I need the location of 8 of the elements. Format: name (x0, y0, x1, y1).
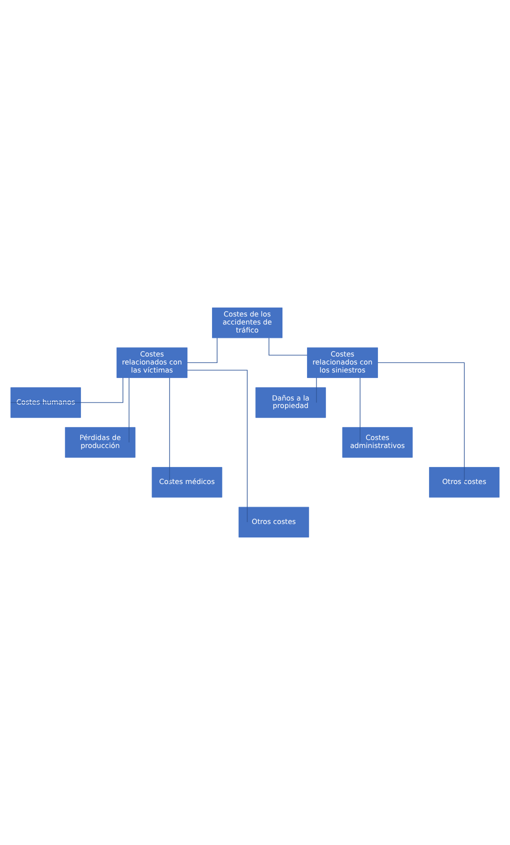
connector (10, 377, 124, 403)
connector (187, 370, 248, 522)
connector (268, 338, 308, 356)
connector (377, 362, 465, 483)
connector (169, 378, 170, 483)
connector (186, 338, 218, 364)
connector (316, 377, 317, 403)
connector (128, 378, 130, 443)
